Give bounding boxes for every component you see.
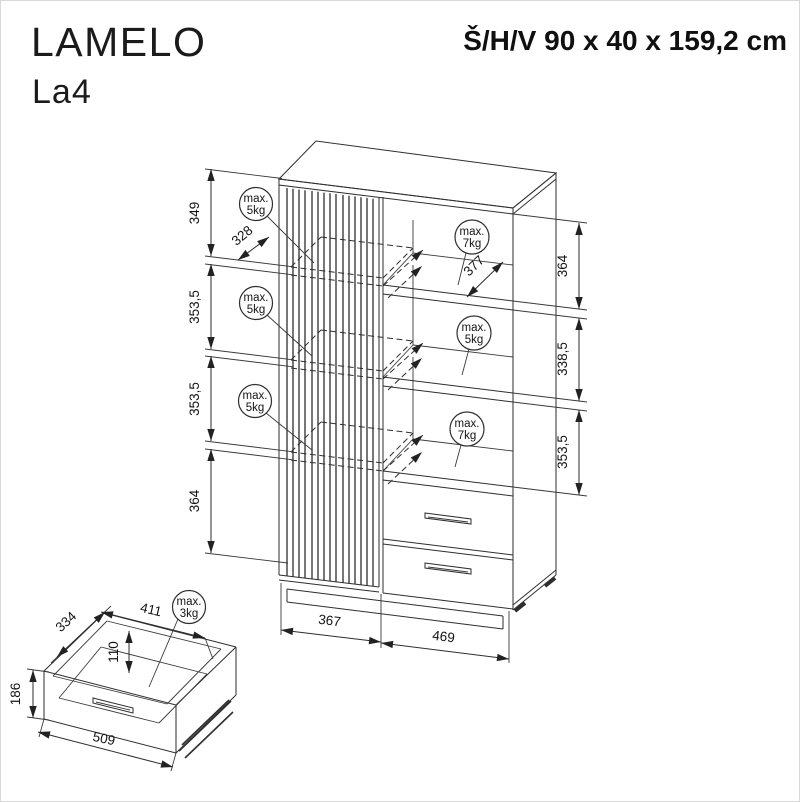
badge-weight-label: 5kg bbox=[247, 304, 266, 316]
badge-weight-label: 5kg bbox=[247, 205, 266, 217]
dim-left-353-5-a: 353,5 bbox=[187, 290, 202, 324]
badge-max-label: max. bbox=[244, 292, 269, 304]
dim-bottom-367: 367 bbox=[317, 612, 341, 630]
drawer-dimensions: 334 411 110 186 509 bbox=[8, 600, 214, 772]
drawer-handle-1 bbox=[424, 512, 472, 525]
load-badge-circle bbox=[171, 589, 207, 625]
dim-right-364: 364 bbox=[555, 254, 570, 277]
drawer-detail-drawing: 334 411 110 186 509 max. 3k bbox=[8, 589, 237, 772]
badge-max-label: max. bbox=[177, 596, 202, 608]
dim-110: 110 bbox=[106, 641, 121, 663]
drawer-slide-rails bbox=[178, 699, 234, 759]
badge-max-label: max. bbox=[243, 390, 268, 402]
badge-weight-label: 5kg bbox=[246, 402, 265, 414]
niche-bottom-deck bbox=[382, 438, 514, 497]
load-badge-circle bbox=[449, 411, 485, 447]
dim-509: 509 bbox=[91, 729, 116, 748]
drawer-load-badge: max. 3kg bbox=[148, 589, 207, 688]
badge-weight-label: 5kg bbox=[465, 334, 484, 346]
dim-right-353-5: 353,5 bbox=[555, 435, 570, 469]
door-slats bbox=[286, 188, 374, 587]
dim-bottom-469: 469 bbox=[431, 628, 455, 646]
load-badge-circle bbox=[454, 219, 490, 255]
model-name: La4 bbox=[32, 73, 92, 111]
load-badges-right: max. 7kg max. 5kg max. 7kg bbox=[449, 219, 492, 468]
drawer-detail-handle bbox=[92, 697, 134, 714]
hidden-shelf-3 bbox=[290, 421, 424, 472]
brand-title: LAMELO bbox=[31, 19, 207, 65]
load-badge-circle bbox=[238, 285, 274, 321]
badge-weight-label: 7kg bbox=[463, 238, 482, 250]
right-dimension-chain: 364 338,5 353,5 bbox=[512, 213, 588, 497]
dim-186: 186 bbox=[8, 683, 23, 706]
dim-left-353-5-b: 353,5 bbox=[187, 382, 202, 416]
open-niche bbox=[382, 220, 514, 497]
drawer-box bbox=[43, 612, 237, 759]
lamella-door bbox=[278, 188, 384, 593]
overall-dimensions-label: Š/H/V 90 x 40 x 159,2 cm bbox=[463, 25, 787, 56]
niche-shelf-1 bbox=[382, 252, 514, 311]
back-foot bbox=[543, 576, 557, 588]
hidden-shelf-1 bbox=[290, 236, 424, 287]
hidden-shelf-2 bbox=[290, 329, 424, 380]
hidden-shelves bbox=[290, 236, 424, 472]
cabinet-top-panel bbox=[277, 140, 558, 216]
dim-377: 377 bbox=[461, 253, 488, 279]
side-bottom-edge bbox=[512, 569, 557, 606]
dim-334: 334 bbox=[53, 608, 80, 635]
load-badges-left: max. 5kg max. 5kg max. 5kg bbox=[237, 186, 315, 451]
badge-weight-label: 3kg bbox=[180, 608, 199, 620]
dim-right-338-5: 338,5 bbox=[555, 342, 570, 376]
dim-left-349: 349 bbox=[187, 202, 202, 225]
bottom-dimension-chain: 367 469 bbox=[280, 583, 510, 663]
load-badge-circle bbox=[456, 315, 492, 351]
front-foot bbox=[513, 601, 527, 613]
badge-max-label: max. bbox=[455, 418, 480, 430]
plinth bbox=[286, 588, 504, 630]
niche-shelf-2 bbox=[382, 344, 514, 403]
dim-left-364: 364 bbox=[187, 489, 202, 512]
dim-328: 328 bbox=[229, 223, 256, 249]
badge-max-label: max. bbox=[244, 193, 269, 205]
badge-max-label: max. bbox=[462, 322, 487, 334]
badge-max-label: max. bbox=[460, 226, 485, 238]
dim-411: 411 bbox=[139, 600, 163, 619]
drawer-handle-2 bbox=[424, 562, 472, 575]
left-dimension-chain: 349 353,5 353,5 364 bbox=[187, 168, 294, 564]
cabinet-drawing: 349 353,5 353,5 364 364 338,5 353,5 bbox=[187, 140, 588, 663]
badge-weight-label: 7kg bbox=[458, 430, 477, 442]
load-badge-circle bbox=[238, 186, 274, 222]
cabinet-drawers bbox=[382, 512, 514, 610]
load-badge-circle bbox=[237, 383, 273, 419]
